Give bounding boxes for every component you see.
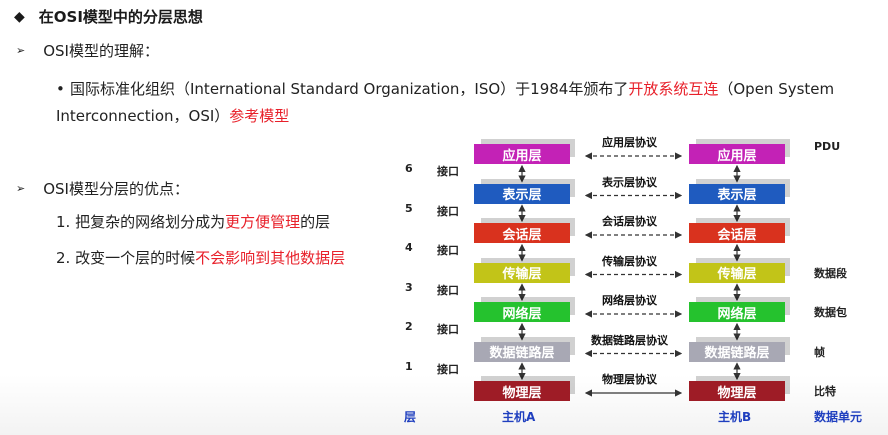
diamond-bullet-icon: ◆ [14, 8, 25, 25]
host-b-layer-5: 会话层 [689, 223, 785, 243]
para-text-b: （Open System Interconnection，OSI） [56, 80, 835, 125]
interface-number-5: 5 [405, 201, 413, 215]
interface-label-4: 接口 [437, 244, 459, 257]
protocol-label-7: 应用层协议 [602, 136, 657, 149]
protocol-label-6: 表示层协议 [602, 175, 657, 189]
para-red-reference-model: 参考模型 [229, 107, 290, 125]
host-a-layer-1: 物理层 [474, 381, 570, 401]
host-a-layer-6: 表示层 [474, 183, 570, 204]
interface-label-1: 接口 [437, 362, 459, 376]
section2-label: OSI模型分层的优点： [43, 180, 189, 198]
arrow-bullet-icon: ➢ [16, 182, 26, 195]
protocol-label-5: 会话层协议 [602, 215, 657, 228]
dot-bullet-icon: • [56, 80, 65, 98]
protocol-label-2: 数据链路层协议 [591, 333, 668, 347]
item1-text-a: 1. 把复杂的网络划分成为 [56, 213, 226, 231]
interface-label-5: 接口 [437, 204, 459, 218]
interface-number-1: 1 [405, 359, 413, 373]
host-b-layer-4: 传输层 [689, 262, 785, 283]
section1-heading: ➢ OSI模型的理解： [16, 40, 159, 61]
advantage-item-2: 2. 改变一个层的时候不会影响到其他数据层 [56, 247, 345, 268]
bottom-host-a-label: 主机A [502, 410, 536, 424]
advantage-item-1: 1. 把复杂的网络划分成为更方便管理的层 [56, 211, 330, 232]
host-b-layer-6: 表示层 [689, 183, 785, 204]
item2-red-text: 不会影响到其他数据层 [195, 249, 346, 267]
bottom-layer-label: 层 [404, 410, 417, 424]
interface-number-6: 6 [405, 162, 413, 175]
page-title: ◆ 在OSI模型中的分层思想 [14, 6, 203, 27]
pdu-label-0: PDU [814, 140, 841, 153]
para-text-a: 国际标准化组织（International Standard Organizat… [70, 80, 629, 98]
title-text: 在OSI模型中的分层思想 [38, 8, 203, 26]
item1-red-text: 更方便管理 [225, 213, 301, 231]
interface-number-2: 2 [405, 320, 413, 333]
host-a-layer-3: 网络层 [474, 302, 570, 322]
pdu-label-1: 数据段 [814, 266, 847, 280]
bottom-host-b-label: 主机B [718, 410, 752, 424]
host-a-layer-4: 传输层 [474, 262, 570, 283]
item1-text-b: 的层 [300, 213, 331, 231]
para-red-open-system: 开放系统互连 [628, 80, 719, 98]
pdu-label-3: 帧 [814, 345, 825, 359]
interface-label-6: 接口 [437, 165, 459, 178]
interface-label-2: 接口 [437, 323, 459, 336]
host-a-layer-7: 应用层 [474, 144, 570, 164]
protocol-label-3: 网络层协议 [602, 294, 657, 307]
host-a-layer-2: 数据链路层 [474, 341, 570, 362]
arrow-bullet-icon: ➢ [16, 44, 26, 57]
pdu-label-4: 比特 [814, 385, 836, 398]
bottom-unit-label: 数据单元 [814, 410, 863, 424]
protocol-label-4: 传输层协议 [602, 254, 657, 268]
section1-label: OSI模型的理解： [43, 42, 159, 60]
interface-number-3: 3 [405, 280, 413, 294]
host-b-layer-2: 数据链路层 [689, 341, 785, 362]
host-b-layer-1: 物理层 [689, 381, 785, 401]
interface-label-3: 接口 [437, 283, 459, 297]
pdu-label-2: 数据包 [814, 306, 847, 319]
section2-heading: ➢ OSI模型分层的优点： [16, 178, 189, 199]
interface-number-4: 4 [405, 241, 413, 254]
osi-definition-paragraph: • 国际标准化组织（International Standard Organiza… [56, 76, 876, 130]
host-a-layer-5: 会话层 [474, 223, 570, 243]
protocol-label-1: 物理层协议 [602, 373, 657, 386]
host-b-layer-3: 网络层 [689, 302, 785, 322]
host-b-layer-7: 应用层 [689, 144, 785, 164]
item2-text-a: 2. 改变一个层的时候 [56, 249, 196, 267]
